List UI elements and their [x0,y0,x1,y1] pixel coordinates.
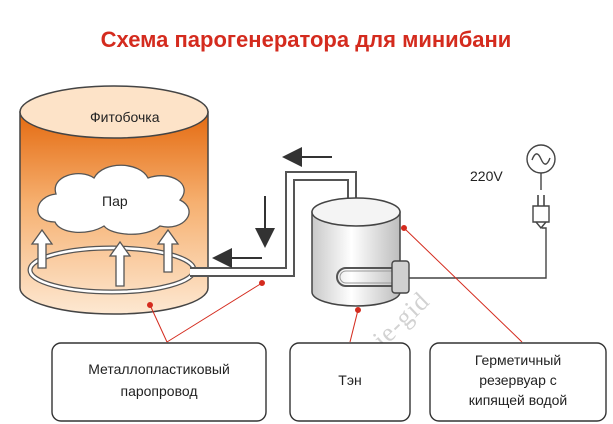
power-label: 220V [470,168,503,184]
flow-arrows [212,147,332,268]
barrel-label: Фитобочка [90,109,160,125]
callout-pipe: Металлопластиковый паропровод [51,342,267,422]
steam-up-arrows [30,228,180,287]
plug-icon [532,195,550,230]
callout-pipe-line-1: Металлопластиковый [88,361,230,377]
callout-heater: Тэн [289,342,411,422]
diagram-title: Схема парогенератора для минибани [101,27,512,52]
callout-pipe-line-2: паропровод [120,383,197,399]
callout-tank-line-1: Герметичный [475,352,561,368]
power-cable [409,227,547,279]
heater-element [336,260,410,294]
ac-source-icon [526,144,556,190]
water-tank [311,197,401,307]
callout-tank-line-2: резервуар с [479,372,557,388]
callout-leaders [147,225,523,343]
cloud-label: Пар [102,193,128,209]
steam-pipe [190,171,357,277]
callout-tank: Герметичный резервуар с кипящей водой [429,342,607,422]
steam-cloud [37,164,190,235]
callout-heater-line-1: Тэн [338,372,361,388]
callout-tank-line-3: кипящей водой [469,392,568,408]
